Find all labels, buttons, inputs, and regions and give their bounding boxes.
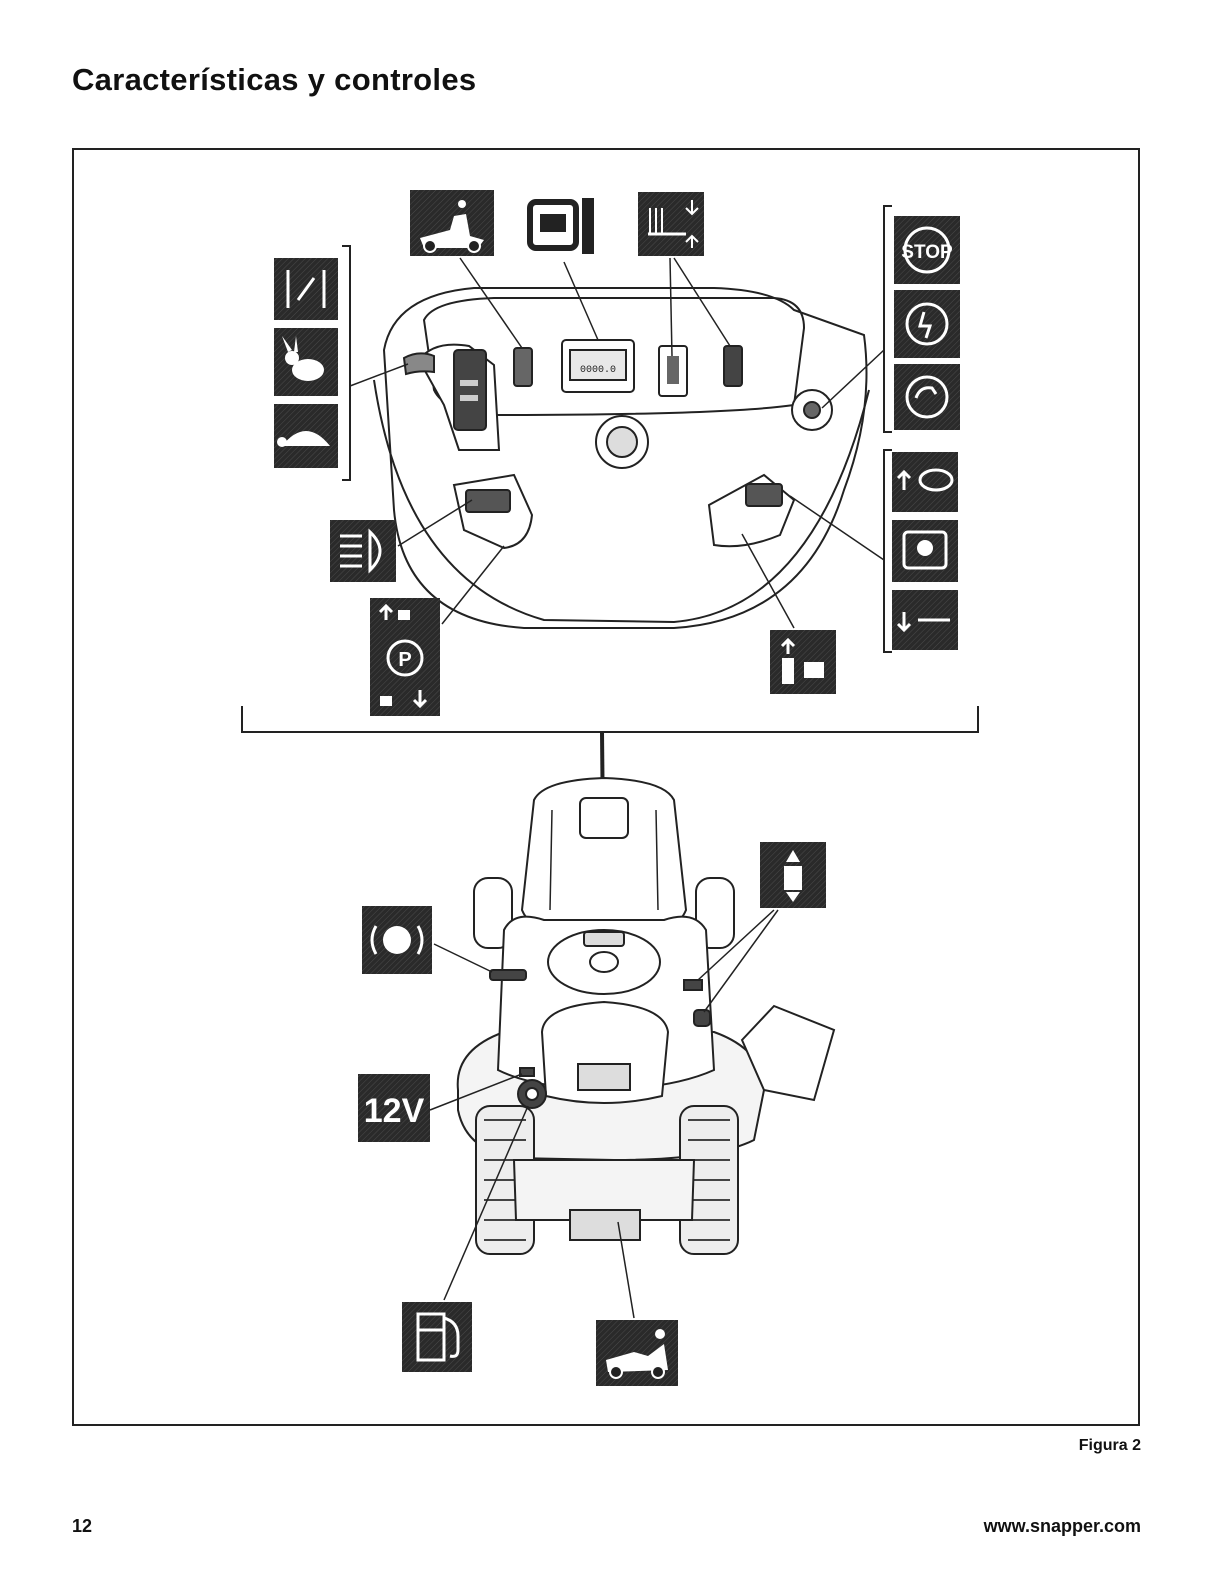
website-url: www.snapper.com	[984, 1516, 1141, 1537]
pto-engage-icon	[892, 452, 958, 512]
deck-height-icon	[638, 192, 704, 256]
power-outlet-12v-label: 12V	[364, 1092, 425, 1130]
power-outlet-12v-icon: 12V	[358, 1074, 430, 1142]
rabbit-icon	[274, 328, 338, 396]
figure-caption: Figura 2	[1079, 1437, 1141, 1455]
page-title: Características y controles	[72, 62, 476, 98]
brake-pedal-icon	[362, 906, 432, 974]
figure-frame: 0000.0	[72, 148, 1140, 1426]
operator-presence-icon	[596, 1320, 678, 1386]
stop-icon: STOP	[894, 216, 960, 284]
throttle-bracket	[342, 246, 350, 480]
engine-start-icon	[894, 364, 960, 430]
forward-reverse-pedal-icon	[760, 842, 826, 908]
hour-meter-display-icon	[526, 190, 596, 260]
controls-diagram: 0000.0	[74, 150, 1142, 1428]
engine-on-icon	[894, 290, 960, 358]
page-number: 12	[72, 1516, 92, 1537]
console-bracket	[242, 706, 978, 732]
stop-label: STOP	[901, 242, 953, 263]
hour-meter-readout: 0000.0	[580, 365, 616, 376]
headlight-icon	[330, 520, 396, 582]
park-label: P	[398, 649, 411, 671]
turtle-icon	[274, 404, 338, 468]
pto-disengage-icon	[892, 590, 958, 650]
throttle-range-icon	[274, 258, 338, 320]
dashboard-console: 0000.0	[374, 288, 869, 628]
ignition-bracket	[884, 206, 892, 432]
cruise-lock-icon	[770, 630, 836, 694]
pto-bracket	[884, 450, 892, 652]
pto-icon	[892, 520, 958, 582]
fuel-pump-icon	[402, 1302, 472, 1372]
reverse-mow-operator-icon	[410, 190, 494, 256]
parking-brake-icon: P	[370, 598, 440, 716]
